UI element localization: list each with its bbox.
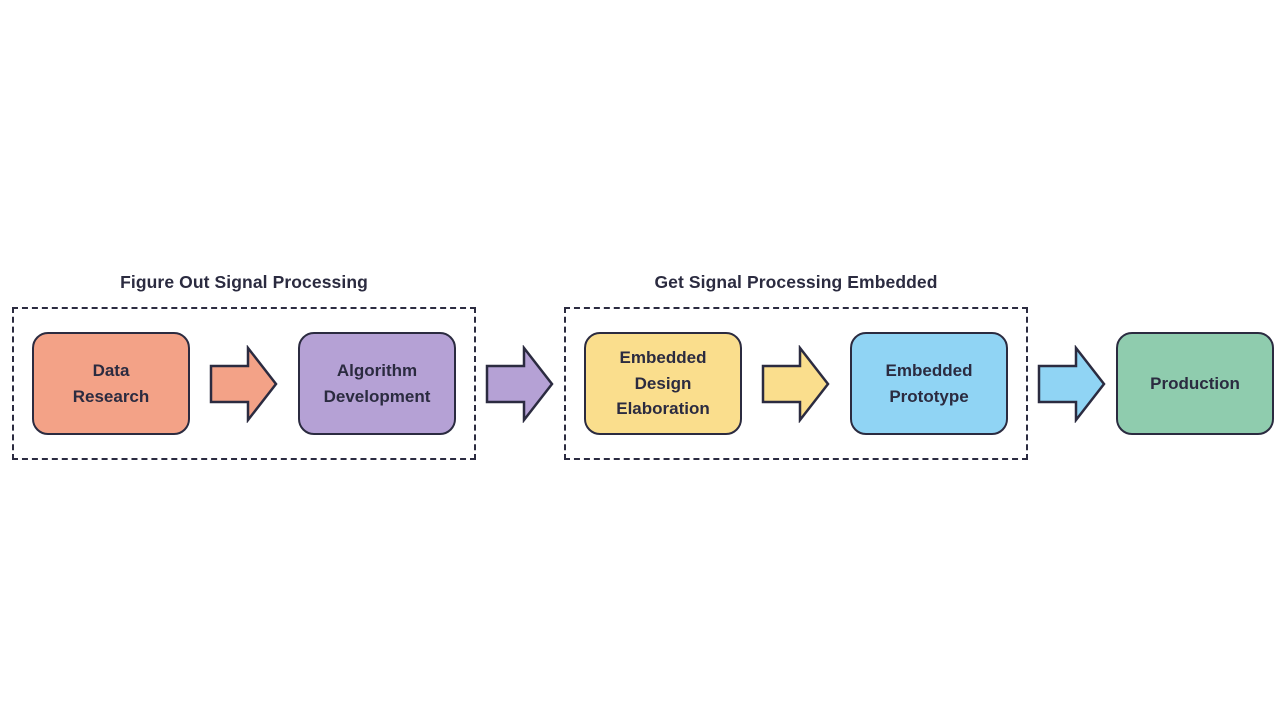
flow-arrow-icon xyxy=(485,344,554,423)
flow-arrow-icon xyxy=(209,344,278,423)
node-algorithm-development: Algorithm Development xyxy=(298,332,456,435)
node-label: Data Research xyxy=(72,361,150,406)
group-embedded: Get Signal Processing Embedded Embedded … xyxy=(564,272,1028,460)
group-signal-processing: Figure Out Signal Processing Data Resear… xyxy=(12,272,476,460)
node-embedded-design-elaboration: Embedded Design Elaboration xyxy=(584,332,742,435)
flow-arrow-icon xyxy=(761,344,830,423)
node-label: Algorithm Development xyxy=(323,361,431,406)
node-label: Production xyxy=(1150,373,1240,393)
node-data-research: Data Research xyxy=(32,332,190,435)
group-title: Get Signal Processing Embedded xyxy=(654,272,938,292)
node-production: Production xyxy=(1116,332,1274,435)
process-flow: Figure Out Signal Processing Data Resear… xyxy=(12,272,1274,460)
node-embedded-prototype: Embedded Prototype xyxy=(850,332,1008,435)
node-label: Embedded Design Elaboration xyxy=(616,348,710,419)
node-label: Embedded Prototype xyxy=(885,361,973,406)
flow-arrow-icon xyxy=(1037,344,1106,423)
group-title: Figure Out Signal Processing xyxy=(120,272,368,292)
